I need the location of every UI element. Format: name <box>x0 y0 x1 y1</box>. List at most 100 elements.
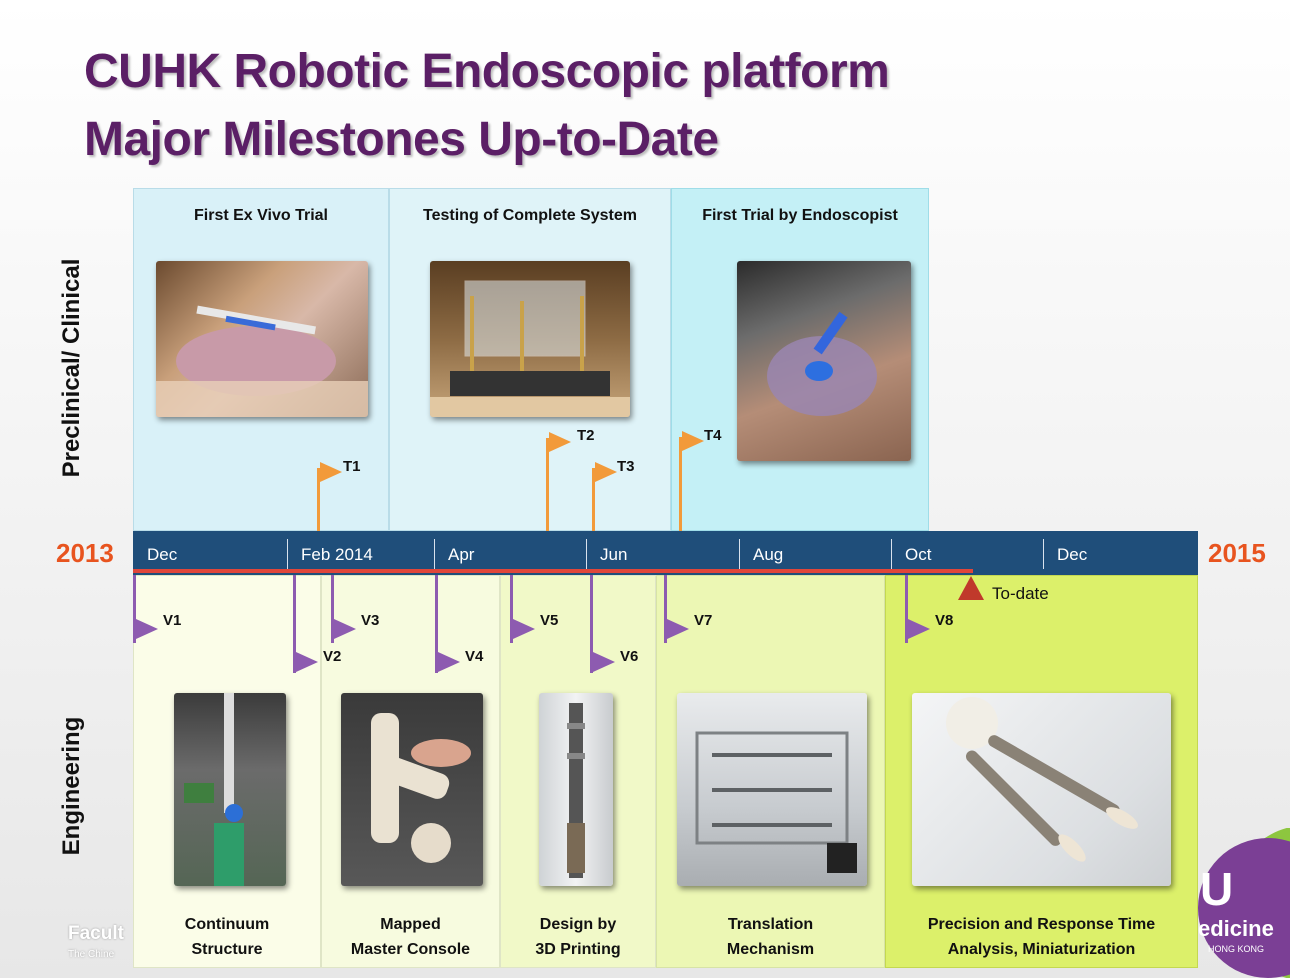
version-flag-pole-v5 <box>510 575 513 643</box>
trial-flag-t1 <box>320 462 342 482</box>
faculty-logo-circles <box>1198 828 1290 978</box>
endoscopist-trial-illustration <box>767 311 877 416</box>
version-flag-label-v4: V4 <box>465 648 484 665</box>
trial-flag-label-t1: T1 <box>343 458 361 475</box>
precision-miniaturization-illustration <box>946 697 1138 862</box>
version-flag-pole-v3 <box>331 575 334 643</box>
version-flag-v2 <box>296 652 318 672</box>
timeline-tick <box>586 539 587 569</box>
version-flag-label-v8: V8 <box>935 612 954 629</box>
version-flag-label-v5: V5 <box>540 612 559 629</box>
version-flag-label-v7: V7 <box>694 612 713 629</box>
faculty-logo-left-text: Facult <box>68 923 124 944</box>
timeline-tick <box>739 539 740 569</box>
version-flag-pole-v7 <box>664 575 667 643</box>
panel-caption: Precision and Response Time Analysis, Mi… <box>886 912 1197 962</box>
timeline-tick <box>891 539 892 569</box>
version-flag-v8 <box>908 619 930 639</box>
caption-line-1: Translation <box>727 916 814 933</box>
trial-flag-label-t3: T3 <box>617 458 635 475</box>
faculty-logo-medicine: edicine <box>1198 916 1274 941</box>
month-label-jun: Jun <box>600 545 628 564</box>
version-flag-pole-v8 <box>905 575 908 643</box>
trial-flag-label-t4: T4 <box>704 427 722 444</box>
endoscopist-trial-photo <box>737 261 911 461</box>
version-flag-label-v6: V6 <box>620 648 639 665</box>
panel-caption: Mapped Master Console <box>322 912 499 962</box>
caption-line-1: Mapped <box>380 916 441 933</box>
version-flag-v7 <box>667 619 689 639</box>
progress-line <box>133 569 973 573</box>
3d-printing-photo <box>539 693 613 886</box>
month-label-dec-2013: Dec <box>147 545 178 564</box>
version-flag-label-v1: V1 <box>163 612 182 629</box>
month-label-feb-2014: Feb 2014 <box>301 545 373 564</box>
panel-caption: Continuum Structure <box>134 912 320 962</box>
caption-line-2: Analysis, Miniaturization <box>947 941 1136 958</box>
to-date-marker <box>958 576 984 600</box>
slide-title-line-1: CUHK Robotic Endoscopic platform <box>84 45 890 98</box>
panel-caption: Translation Mechanism <box>657 912 884 962</box>
trial-flag-t4 <box>682 431 704 451</box>
panel-title: First Ex Vivo Trial <box>194 207 328 224</box>
version-flag-pole-v1 <box>133 575 136 643</box>
month-label-apr: Apr <box>448 545 475 564</box>
version-flag-pole-v2 <box>293 575 296 673</box>
caption-line-1: Continuum <box>184 916 270 933</box>
trial-flag-pole-t2 <box>546 438 549 531</box>
start-year-label: 2013 <box>56 538 114 568</box>
version-flag-v5 <box>513 619 535 639</box>
engineering-panel-continuum: Continuum Structure <box>133 575 321 968</box>
version-flag-v6 <box>593 652 615 672</box>
version-flag-v1 <box>136 619 158 639</box>
engineering-panel-precision: Precision and Response Time Analysis, Mi… <box>885 575 1198 968</box>
faculty-logo-hong-kong: HONG KONG <box>1208 944 1265 954</box>
month-label-dec-2014: Dec <box>1057 545 1088 564</box>
faculty-logo-right: U edicine HONG KONG <box>1198 828 1290 978</box>
version-flag-pole-v6 <box>590 575 593 673</box>
version-flag-v3 <box>334 619 356 639</box>
version-flag-label-v2: V2 <box>323 648 342 665</box>
continuum-structure-photo <box>174 693 286 886</box>
preclinical-panel-endoscopist-trial: First Trial by Endoscopist <box>671 188 929 531</box>
trial-flag-pole-t1 <box>317 468 320 531</box>
engineering-side-label: Engineering <box>58 716 85 856</box>
continuum-structure-illustration <box>184 693 244 886</box>
panel-title: Testing of Complete System <box>423 207 637 224</box>
trial-flag-t3 <box>595 462 617 482</box>
faculty-logo-u: U <box>1200 863 1234 915</box>
master-console-photo <box>341 693 483 886</box>
caption-line-2: Master Console <box>350 941 471 958</box>
trial-flag-pole-t3 <box>592 468 595 531</box>
timeline-tick <box>1043 539 1044 569</box>
engineering-panel-translation: Translation Mechanism <box>656 575 885 968</box>
caption-line-1: Design by <box>539 916 617 933</box>
timeline-tick <box>434 539 435 569</box>
translation-mechanism-illustration <box>695 731 857 873</box>
version-flag-label-v3: V3 <box>361 612 380 629</box>
slide-title-line-2: Major Milestones Up-to-Date <box>84 113 719 166</box>
3d-printing-illustration <box>567 703 585 878</box>
master-console-illustration <box>371 713 471 863</box>
complete-system-illustration <box>430 280 630 417</box>
preclinical-side-label: Preclinical/ Clinical <box>58 258 85 478</box>
faculty-logo-left: Facult The Chine <box>66 905 133 971</box>
ex-vivo-trial-photo <box>156 261 368 417</box>
caption-line-2: Mechanism <box>726 941 815 958</box>
caption-line-2: Structure <box>191 941 263 958</box>
to-date-label: To-date <box>992 584 1049 603</box>
preclinical-panel-complete-system: Testing of Complete System <box>389 188 671 531</box>
preclinical-panel-ex-vivo: First Ex Vivo Trial <box>133 188 389 531</box>
trial-flag-t2 <box>549 432 571 452</box>
complete-system-photo <box>430 261 630 417</box>
version-flag-pole-v4 <box>435 575 438 673</box>
panel-title: First Trial by Endoscopist <box>702 207 898 224</box>
end-year-label: 2015 <box>1208 538 1266 568</box>
panel-caption: Design by 3D Printing <box>501 912 655 962</box>
engineering-panel-3d-printing: Design by 3D Printing <box>500 575 656 968</box>
trial-flag-label-t2: T2 <box>577 427 595 444</box>
timeline-bar: Dec Feb 2014 Apr Jun Aug Oct Dec <box>133 531 1198 575</box>
month-label-oct: Oct <box>905 545 932 564</box>
caption-line-1: Precision and Response Time <box>927 916 1156 933</box>
ex-vivo-trial-illustration <box>156 305 368 417</box>
